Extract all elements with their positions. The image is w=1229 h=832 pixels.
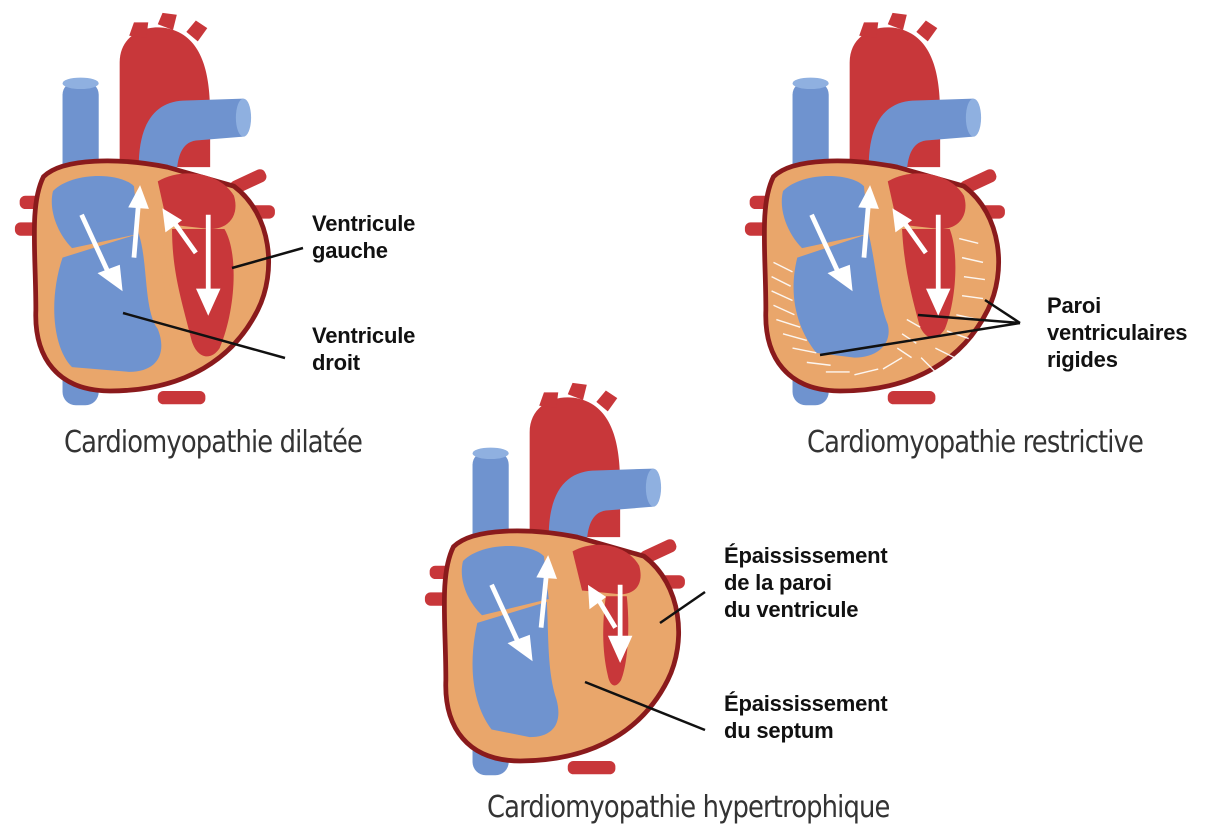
- heart-restrictive-illustration: [738, 10, 1028, 410]
- heart-hypertrophic-illustration: [418, 380, 708, 780]
- caption-restrictive: Cardiomyopathie restrictive: [807, 425, 1143, 460]
- label-paroi-rigides: Paroi ventriculaires rigides: [1047, 292, 1187, 373]
- label-epaississement-septum: Épaississement du septum: [724, 690, 888, 744]
- caption-dilatee: Cardiomyopathie dilatée: [64, 425, 362, 460]
- label-ventricule-gauche: Ventricule gauche: [312, 210, 415, 264]
- heart-dilated-illustration: [8, 10, 298, 410]
- label-epaississement-paroi: Épaississement de la paroi du ventricule: [724, 542, 888, 623]
- label-ventricule-droit: Ventricule droit: [312, 322, 415, 376]
- caption-hypertrophique: Cardiomyopathie hypertrophique: [487, 790, 890, 825]
